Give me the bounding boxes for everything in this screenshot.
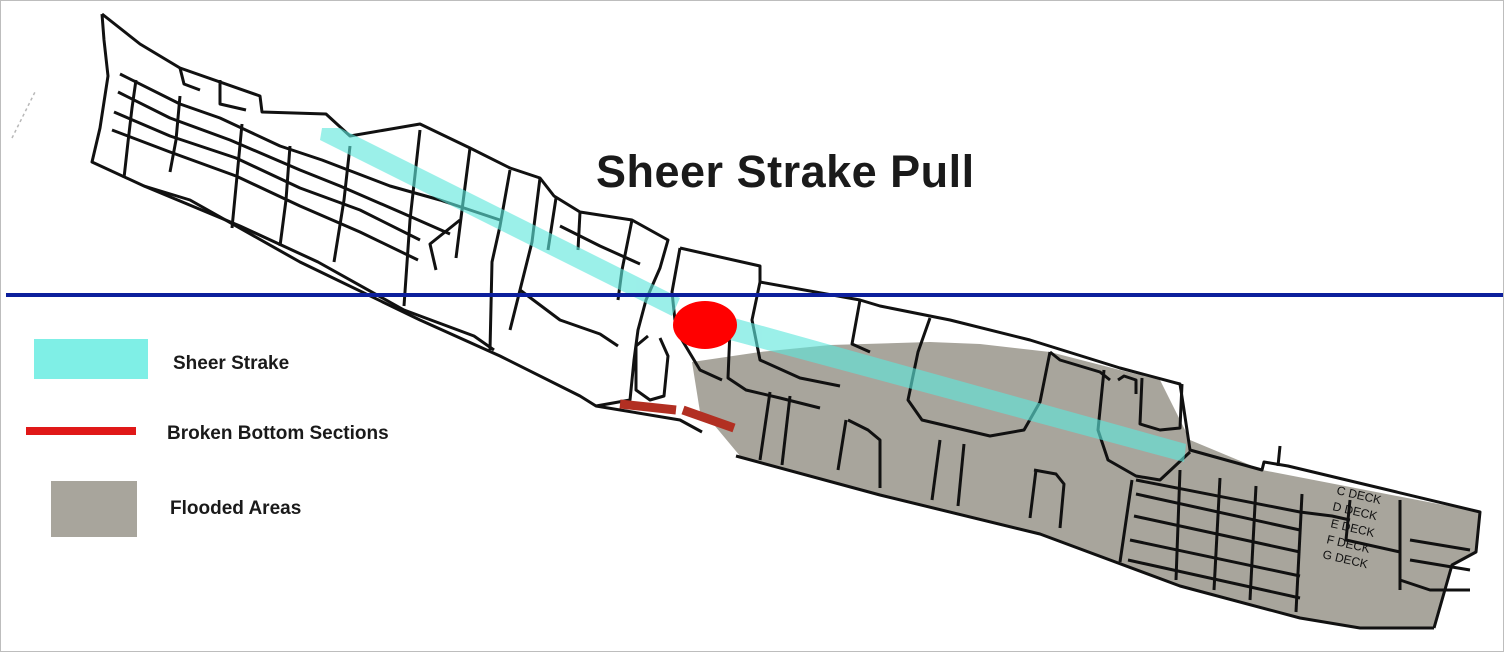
broken-bottom-sections [619,399,736,433]
legend-swatch-sheer-strake [34,339,148,379]
legend-swatch-broken-bottom [26,427,136,435]
bow-hull-structure [90,12,703,434]
legend-label-flooded: Flooded Areas [170,498,302,519]
flooded-area [692,342,1480,628]
legend-label-sheer-strake: Sheer Strake [173,353,290,374]
stress-point-marker [673,301,737,349]
legend-swatch-flooded [51,481,137,537]
sheer-strake-band [320,128,1186,462]
diagram-title: Sheer Strake Pull [596,146,975,197]
legend-label-broken-bottom: Broken Bottom Sections [167,423,389,444]
edge-mark [11,89,37,139]
